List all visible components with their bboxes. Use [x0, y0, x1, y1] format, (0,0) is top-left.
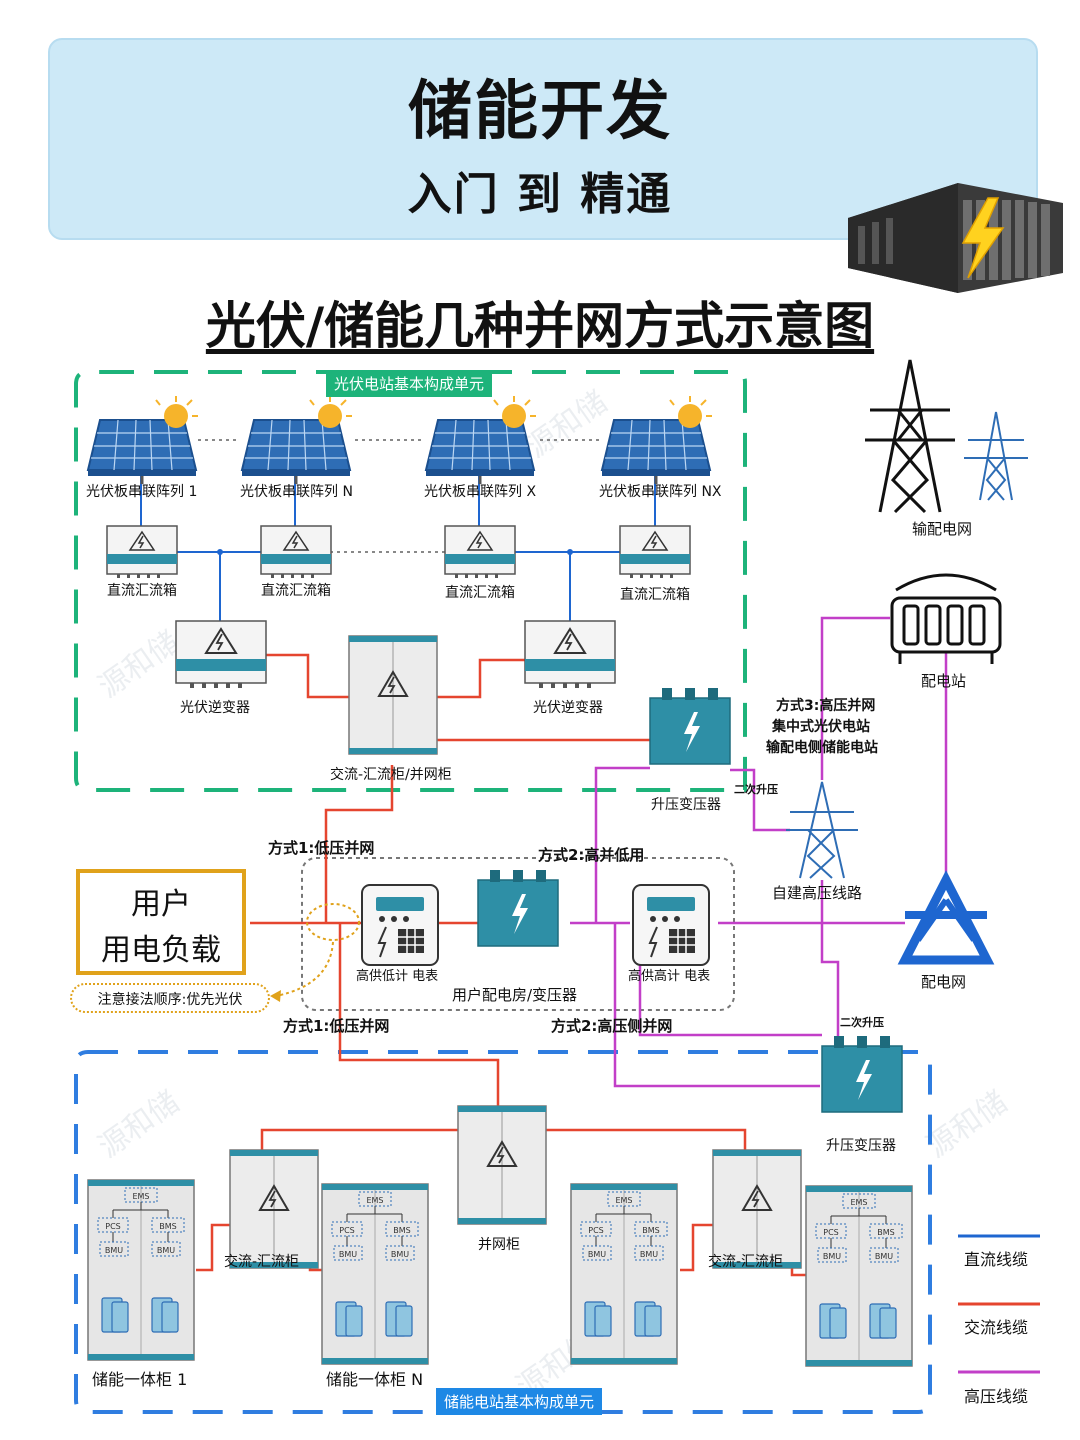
mode3-line1: 方式3:高压并网 [776, 698, 876, 714]
legend-hv-label: 高压线缆 [964, 1387, 1029, 1406]
substation-label: 配电站 [921, 672, 967, 690]
pv-inverter-label-right: 光伏逆变器 [533, 700, 603, 716]
bess-cabinet-1 [87, 1179, 195, 1361]
bess-label-n: 储能一体柜 N [326, 1370, 424, 1389]
ac-combiner-label-left: 交流-汇流柜 [224, 1254, 300, 1270]
dc-combiner-x [444, 525, 516, 579]
dc-combiner-n [260, 525, 332, 579]
user-load-box: 用户 用电负载 [76, 869, 246, 975]
dc-combiner-label-n: 直流汇流箱 [261, 583, 331, 599]
dc-combiner-nx [619, 525, 691, 579]
user-load-label: 用电负载 [101, 933, 221, 968]
pv-panel-label-n: 光伏板串联阵列 N [240, 484, 353, 500]
header-subtitle: 入门 到 精通 [407, 169, 673, 220]
header-banner [48, 38, 1038, 240]
pv-panel-label-1: 光伏板串联阵列 1 [86, 484, 198, 500]
grid-cabinet [457, 1105, 547, 1225]
transmission-tower-icon [865, 359, 955, 514]
dc-combiner-label-1: 直流汇流箱 [107, 583, 177, 599]
main-title: 光伏/储能几种并网方式示意图 [205, 297, 875, 355]
user-transformer [477, 869, 559, 947]
user-label: 用户 [131, 887, 191, 922]
meter-high-label: 高供高计 电表 [628, 969, 711, 984]
mode3-line2: 集中式光伏电站 [772, 719, 870, 735]
meter-high [632, 884, 710, 966]
substation-transformer-icon [890, 573, 1002, 664]
meter-low [361, 884, 439, 966]
dc-combiner-label-nx: 直流汇流箱 [620, 587, 690, 603]
meter-low-label: 高供低计 电表 [356, 969, 439, 984]
storage-container-illustration [848, 183, 1063, 293]
mode1-top-label: 方式1:低压并网 [268, 839, 375, 857]
mode2-top-label: 方式2:高并低用 [538, 846, 645, 864]
small-tower-icon [964, 411, 1028, 501]
bess-cabinet-n [321, 1183, 429, 1365]
pv-panel-label-nx: 光伏板串联阵列 NX [599, 484, 722, 500]
dc-combiner-label-x: 直流汇流箱 [445, 585, 515, 601]
dc-combiner-1 [106, 525, 178, 579]
bess-cabinet-3 [570, 1183, 678, 1365]
mode2-bottom-label: 方式2:高压侧并网 [551, 1017, 673, 1035]
storage-step-up-label: 升压变压器 [826, 1138, 896, 1154]
pv-inverter-label-left: 光伏逆变器 [180, 700, 250, 716]
pv-step-up-transformer [649, 687, 731, 765]
pv-inverter-left [175, 620, 267, 689]
distribution-grid-icon [897, 870, 995, 965]
pv-inverter-right [524, 620, 616, 689]
user-room-label: 用户配电房/变压器 [452, 986, 578, 1004]
self-built-line-label: 自建高压线路 [772, 884, 863, 902]
pv-panel-label-x: 光伏板串联阵列 X [424, 484, 537, 500]
bess-cabinet-4 [805, 1185, 913, 1367]
mode3-line3: 输配电侧储能电站 [766, 740, 878, 756]
grid-cabinet-label: 并网柜 [478, 1237, 520, 1253]
storage-second-step-label: 二次升压 [840, 1016, 884, 1029]
transmission-grid-label: 输配电网 [912, 520, 973, 538]
self-built-tower-icon [786, 781, 858, 879]
pv-step-up-label: 升压变压器 [651, 797, 721, 813]
storage-unit-tag: 储能电站基本构成单元 [436, 1388, 603, 1415]
wiring-order-note: 注意接法顺序:优先光伏 [70, 983, 270, 1013]
ac-cabinet-label: 交流-汇流柜/并网柜 [330, 767, 452, 783]
storage-step-up-transformer [821, 1035, 903, 1113]
legend-ac-label: 交流线缆 [964, 1318, 1029, 1337]
distribution-grid-label: 配电网 [921, 973, 967, 991]
ac-combiner-label-right: 交流-汇流柜 [708, 1254, 784, 1270]
ac-combiner-cabinet [348, 635, 438, 755]
mode1-bottom-label: 方式1:低压并网 [283, 1017, 390, 1035]
legend-dc-label: 直流线缆 [964, 1250, 1029, 1269]
pv-unit-tag: 光伏电站基本构成单元 [326, 370, 493, 397]
bess-label-1: 储能一体柜 1 [92, 1370, 188, 1389]
pv-second-step-label: 二次升压 [734, 783, 778, 796]
header-title: 储能开发 [408, 75, 672, 149]
